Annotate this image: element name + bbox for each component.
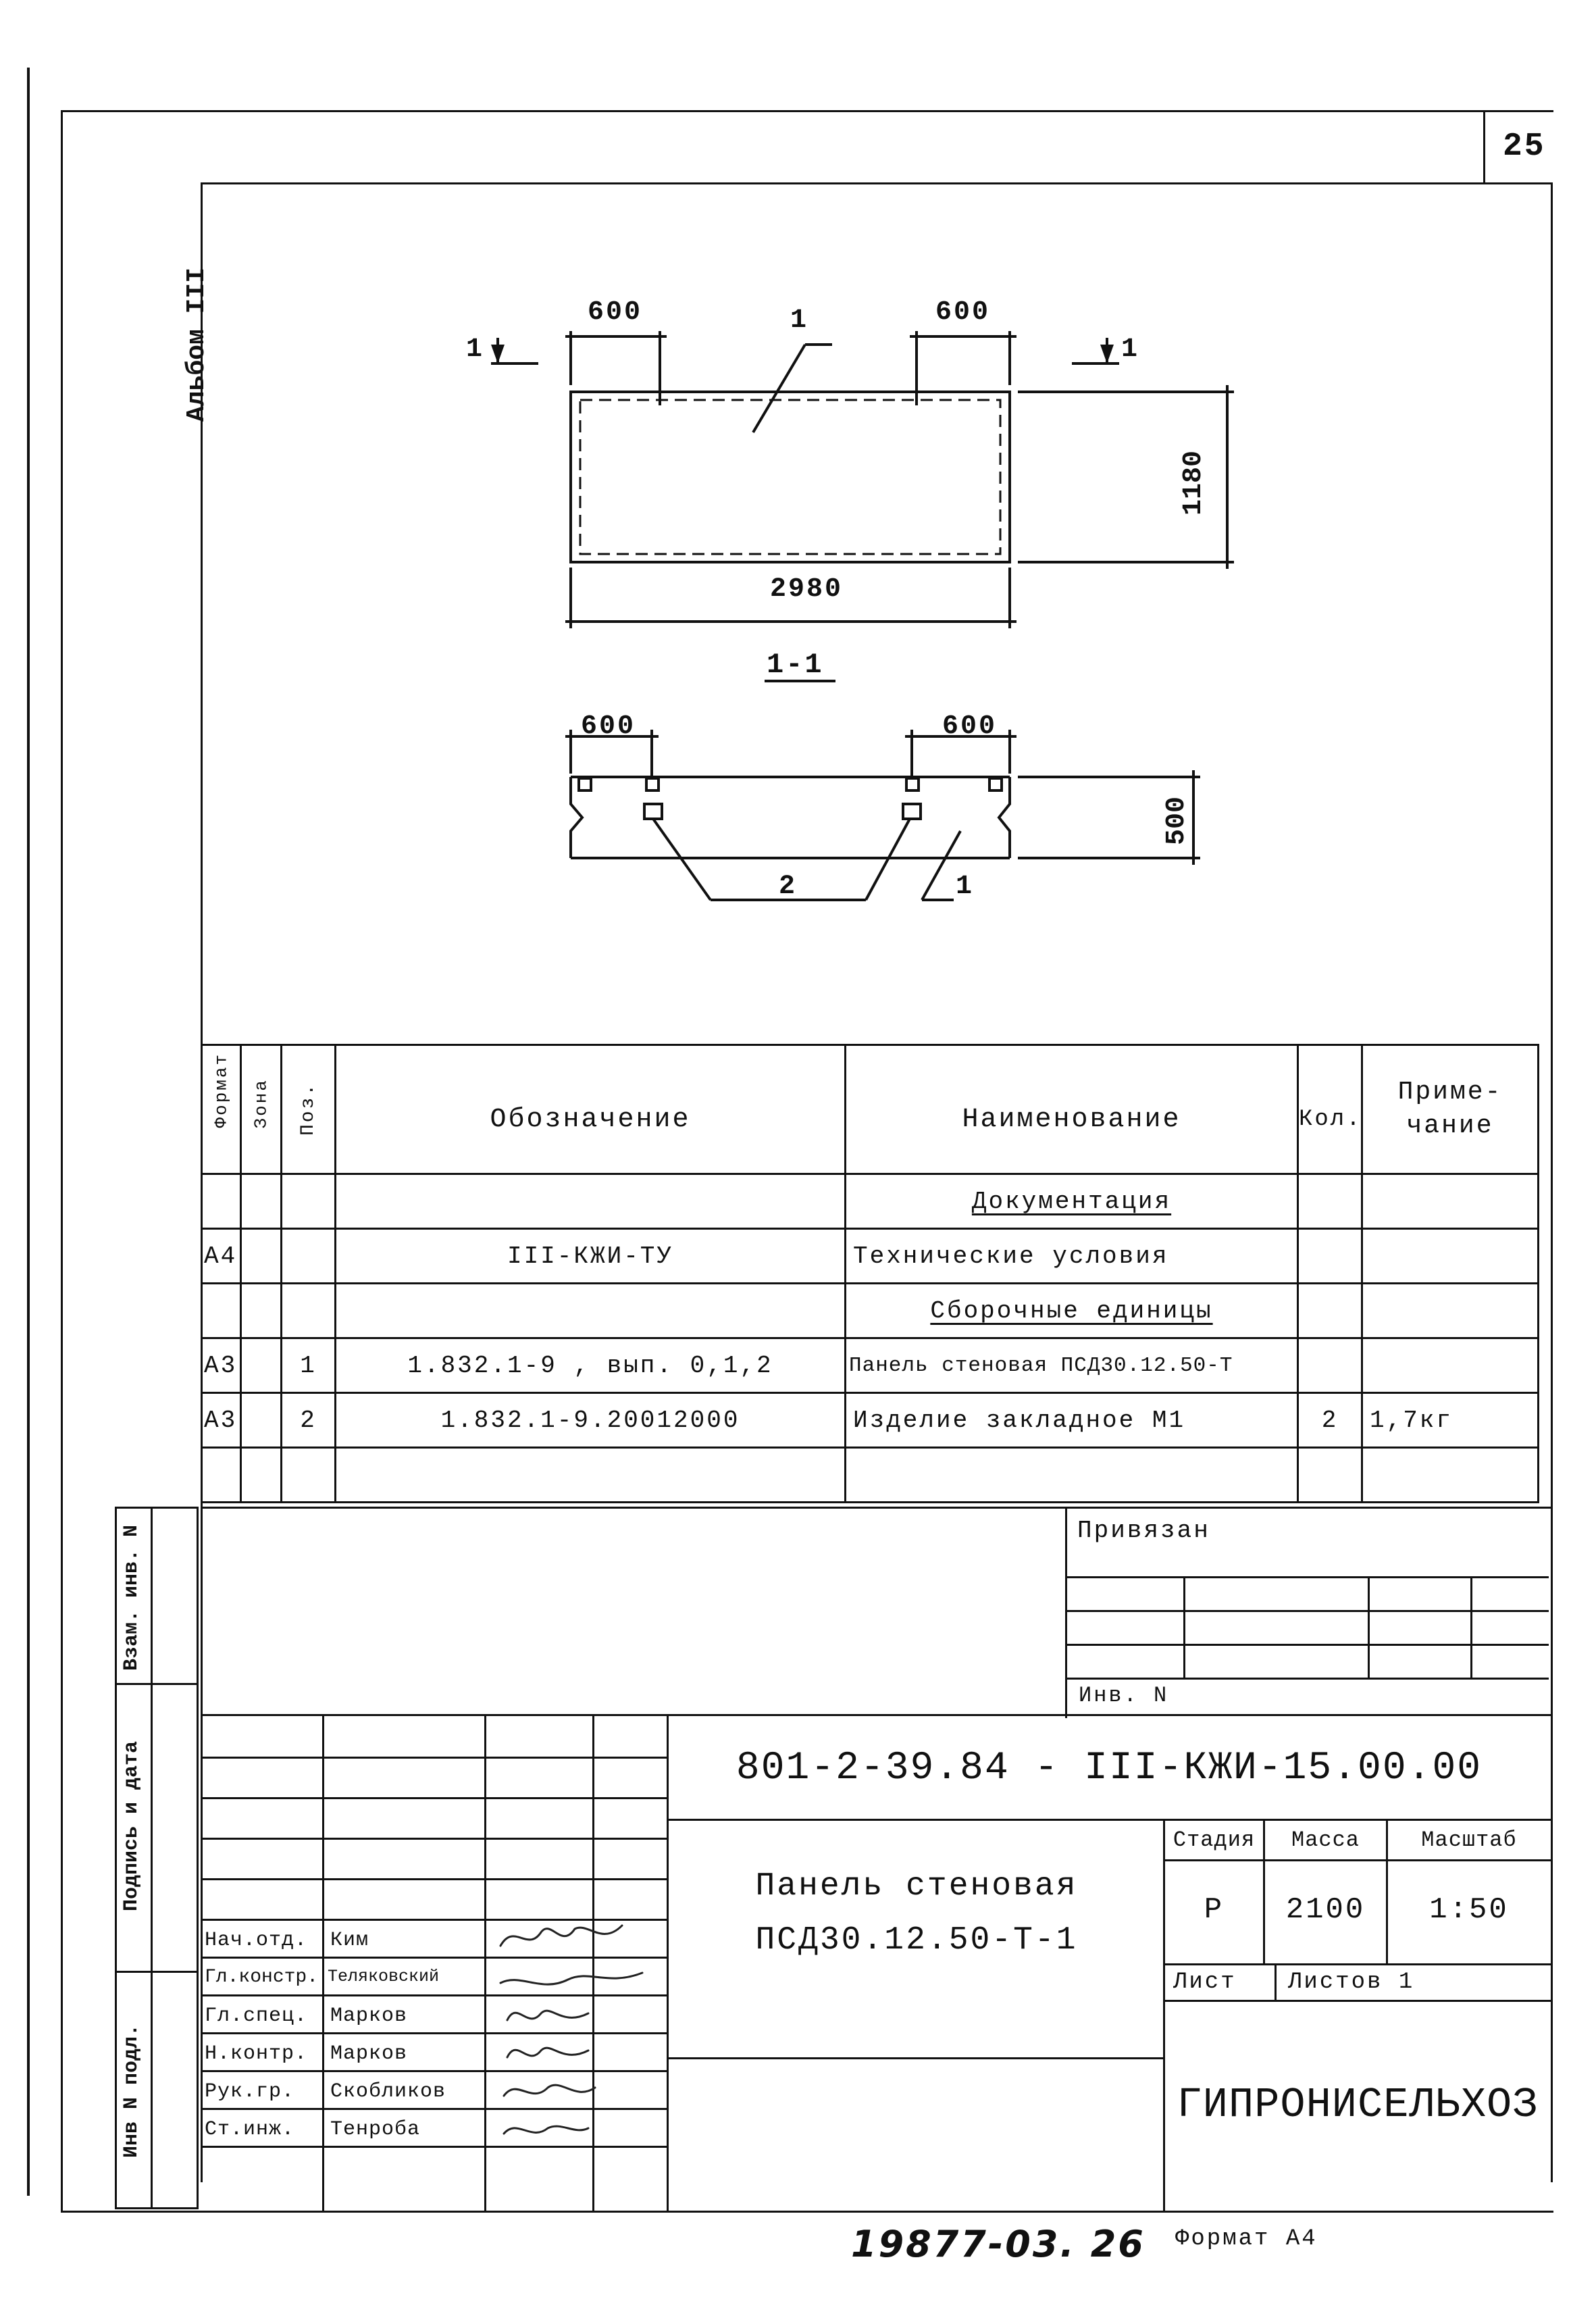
table-row <box>201 1447 1539 1503</box>
sign-role-1: Нач.отд. <box>205 1929 308 1952</box>
title-block: Нач.отд. Ким Гл.констр. Теляковский Гл.с… <box>201 1716 1551 2211</box>
section-mark-left: 1 <box>466 334 485 365</box>
mass-label: Масса <box>1291 1828 1360 1853</box>
section-mark-right: 1 <box>1121 334 1140 365</box>
plan-dim-width: 2980 <box>770 574 844 605</box>
scale-label: Масштаб <box>1421 1828 1517 1853</box>
sign-role-2: Гл.констр. <box>205 1967 319 1988</box>
organization-name: ГИПРОНИСЕЛЬХОЗ <box>1177 2081 1539 2129</box>
binding-inv-n: Инв. N <box>1079 1683 1169 1708</box>
binding-block: Привязан Инв. N <box>201 1507 1551 1718</box>
plan-dim-height: 1180 <box>1179 451 1209 516</box>
table-row: А4 III-КЖИ-ТУ Технические условия <box>201 1228 1539 1284</box>
side-stamp-inv: Инв N подл. <box>120 2023 143 2159</box>
section-title: 1-1 <box>767 649 824 681</box>
page-number-divider <box>1483 110 1485 182</box>
panel-plan-reinforcement <box>579 399 1002 555</box>
embedded-item-left <box>643 803 663 820</box>
page-number: 25 <box>1503 128 1546 165</box>
side-stamp: Взам. инв. N Подпись и дата Инв N подл. <box>115 1507 199 2209</box>
drawing-field-top <box>201 182 1553 184</box>
side-stamp-vzam: Взам. инв. N <box>120 1524 143 1671</box>
spec-header-zone: Зона <box>240 1044 282 1175</box>
sign-name-6: Тенроба <box>330 2118 421 2141</box>
spec-header-name: Наименование <box>844 1044 1299 1175</box>
plan-dim-right: 600 <box>935 297 991 328</box>
side-stamp-podpis: Подпись и дата <box>120 1740 143 1912</box>
spec-header-row: Формат Зона Поз. Обозначение Наименовани… <box>201 1044 1539 1175</box>
sign-role-5: Рук.гр. <box>205 2080 295 2103</box>
sheet-label: Лист <box>1173 1969 1237 1995</box>
archive-number: 19877-03. 26 <box>851 2223 1145 2265</box>
handwritten-signatures <box>499 1924 644 2135</box>
stage-value: Р <box>1204 1893 1225 1927</box>
section-insert-corner-left <box>577 777 592 792</box>
spec-header-qty: Кол. <box>1297 1044 1363 1175</box>
sign-name-5: Скобликов <box>330 2080 446 2103</box>
document-title-line1: Панель стеновая <box>755 1868 1078 1905</box>
sign-role-6: Ст.инж. <box>205 2118 295 2141</box>
sign-name-4: Марков <box>330 2042 408 2065</box>
frame-bottom <box>61 2211 1553 2213</box>
section-dim-right: 600 <box>942 711 998 742</box>
spec-header-designation: Обозначение <box>334 1044 846 1175</box>
frame-right <box>1551 182 1553 2182</box>
section-right-end <box>997 777 1011 858</box>
document-code: 801-2-39.84 - III-КЖИ-15.00.00 <box>736 1746 1483 1790</box>
spec-header-format: Формат <box>201 1044 242 1175</box>
format-label: Формат А4 <box>1175 2226 1318 2252</box>
specification-table: Формат Зона Поз. Обозначение Наименовани… <box>201 1044 1539 1503</box>
sheets-label: Листов 1 <box>1288 1969 1415 1995</box>
frame-top <box>61 110 1553 112</box>
table-row: Сборочные единицы <box>201 1282 1539 1339</box>
frame-left-outer <box>61 110 63 2211</box>
plan-leader-position: 1 <box>790 305 809 336</box>
plan-dim-left: 600 <box>588 297 643 328</box>
section-insert-top-right <box>905 777 920 792</box>
stage-label: Стадия <box>1173 1828 1256 1853</box>
section-dim-height: 500 <box>1162 797 1192 846</box>
panel-plan-outline <box>569 391 1011 563</box>
section-dim-left: 600 <box>581 711 636 742</box>
table-row: Документация <box>201 1173 1539 1230</box>
sign-name-3: Марков <box>330 2005 408 2028</box>
section-leader-position-2: 2 <box>779 872 798 902</box>
section-left-end <box>569 777 584 858</box>
left-binding-edge <box>27 68 30 2196</box>
sign-role-3: Гл.спец. <box>205 2005 308 2028</box>
embedded-item-right <box>902 803 922 820</box>
mass-value: 2100 <box>1285 1893 1366 1927</box>
document-title-line2: ПСД30.12.50-Т-1 <box>755 1922 1078 1959</box>
sign-role-4: Н.контр. <box>205 2042 308 2065</box>
sign-name-1: Ким <box>330 1929 369 1952</box>
table-row: А3 2 1.832.1-9.20012000 Изделие закладно… <box>201 1392 1539 1449</box>
panel-drawing <box>491 331 1234 901</box>
binding-privyazan: Привязан <box>1077 1517 1210 1544</box>
spec-header-note: Приме-чание <box>1361 1044 1539 1175</box>
section-leader-position-1: 1 <box>956 872 975 902</box>
table-row: А3 1 1.832.1-9 , вып. 0,1,2 Панель стено… <box>201 1337 1539 1394</box>
section-insert-top-left <box>645 777 660 792</box>
section-insert-corner-right <box>988 777 1003 792</box>
spec-header-pos: Поз. <box>280 1044 336 1175</box>
sign-name-2: Теляковский <box>328 1967 440 1986</box>
scale-value: 1:50 <box>1429 1893 1509 1927</box>
